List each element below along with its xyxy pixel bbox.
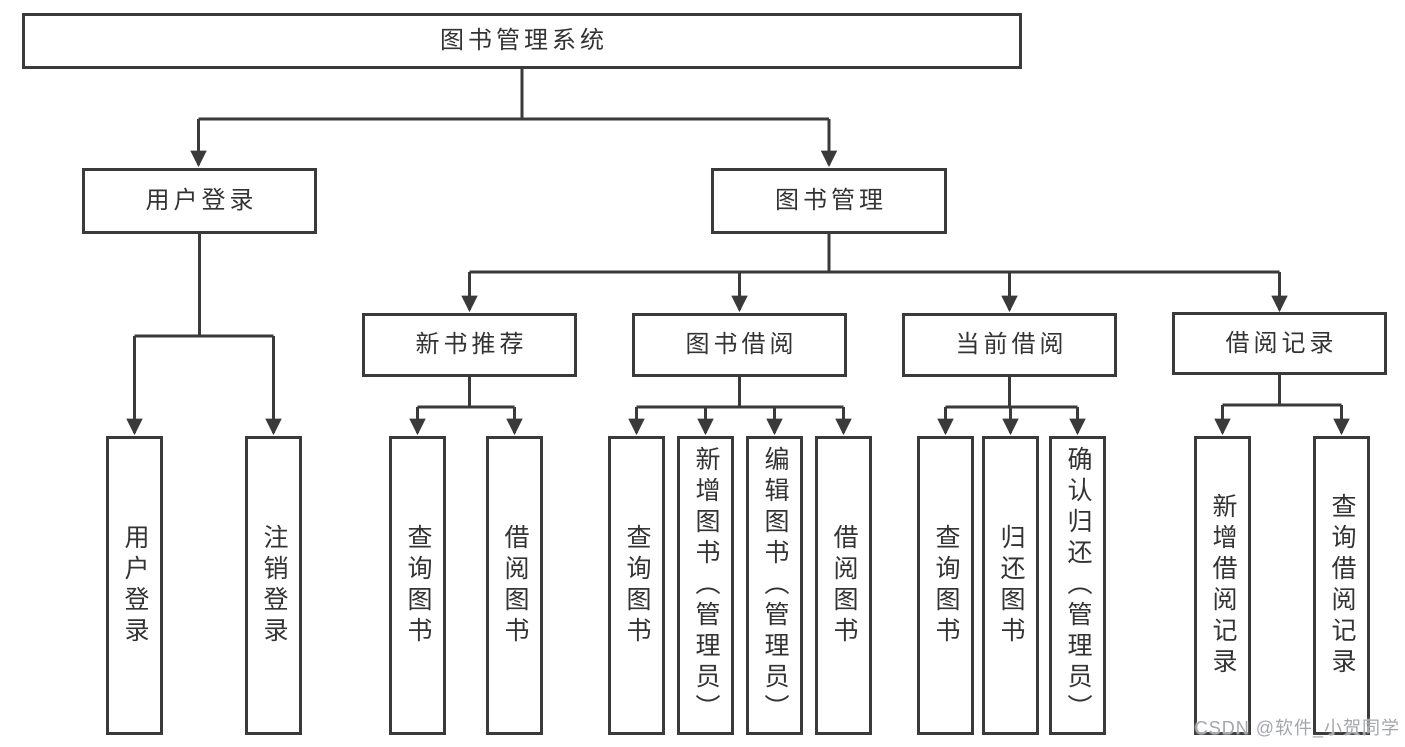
node-root: 图书管理系统 xyxy=(22,13,1022,69)
node-label: 当前借阅 xyxy=(955,331,1068,358)
node-label: 注销登录 xyxy=(260,523,288,648)
node-book-borrow: 图书借阅 xyxy=(632,313,847,377)
node-label: 借阅记录 xyxy=(1225,329,1338,357)
csdn-watermark: CSDN @软件_小贺同学 xyxy=(1194,718,1400,738)
node-label: 查询图书 xyxy=(932,523,960,648)
node-label: 确认归还（管理员） xyxy=(1064,446,1092,725)
leaf-borrow-borrow-book: 借阅图书 xyxy=(815,436,872,735)
node-label: 查询图书 xyxy=(623,523,651,648)
node-label: 归还图书 xyxy=(997,523,1025,648)
node-label: 新书推荐 xyxy=(415,331,528,358)
leaf-borrow-add-book-admin: 新增图书（管理员） xyxy=(677,436,734,735)
node-current-borrow: 当前借阅 xyxy=(902,313,1117,377)
leaf-current-query-book: 查询图书 xyxy=(917,436,974,735)
leaf-user-login: 用户登录 xyxy=(106,436,163,735)
node-label: 查询图书 xyxy=(404,523,432,648)
node-label: 用户登录 xyxy=(145,187,258,214)
node-label: 图书借阅 xyxy=(685,331,798,358)
node-new-book-recommend: 新书推荐 xyxy=(362,313,577,377)
leaf-borrow-edit-book-admin: 编辑图书（管理员） xyxy=(746,436,803,735)
node-user-login: 用户登录 xyxy=(82,168,317,234)
node-label: 用户登录 xyxy=(121,523,149,648)
connectors xyxy=(126,69,1350,436)
leaf-borrow-query-book: 查询图书 xyxy=(608,436,665,735)
leaf-logout: 注销登录 xyxy=(245,436,302,735)
node-label: 借阅图书 xyxy=(501,523,529,648)
node-book-management: 图书管理 xyxy=(711,168,947,234)
leaf-record-add-record: 新增借阅记录 xyxy=(1194,436,1251,735)
node-label: 编辑图书（管理员） xyxy=(761,446,789,725)
leaf-current-confirm-return-admin: 确认归还（管理员） xyxy=(1049,436,1106,735)
node-label: 图书管理 xyxy=(775,187,887,214)
leaf-newrec-borrow-book: 借阅图书 xyxy=(486,436,543,735)
node-label: 图书管理系统 xyxy=(440,27,608,54)
node-label: 查询借阅记录 xyxy=(1328,492,1356,679)
leaf-record-query-record: 查询借阅记录 xyxy=(1313,436,1370,735)
leaf-current-return-book: 归还图书 xyxy=(982,436,1039,735)
leaf-newrec-query-book: 查询图书 xyxy=(389,436,446,735)
node-label: 新增借阅记录 xyxy=(1209,492,1237,679)
node-label: 新增图书（管理员） xyxy=(692,446,720,725)
node-label: 借阅图书 xyxy=(830,523,858,648)
node-borrow-record: 借阅记录 xyxy=(1172,312,1387,375)
